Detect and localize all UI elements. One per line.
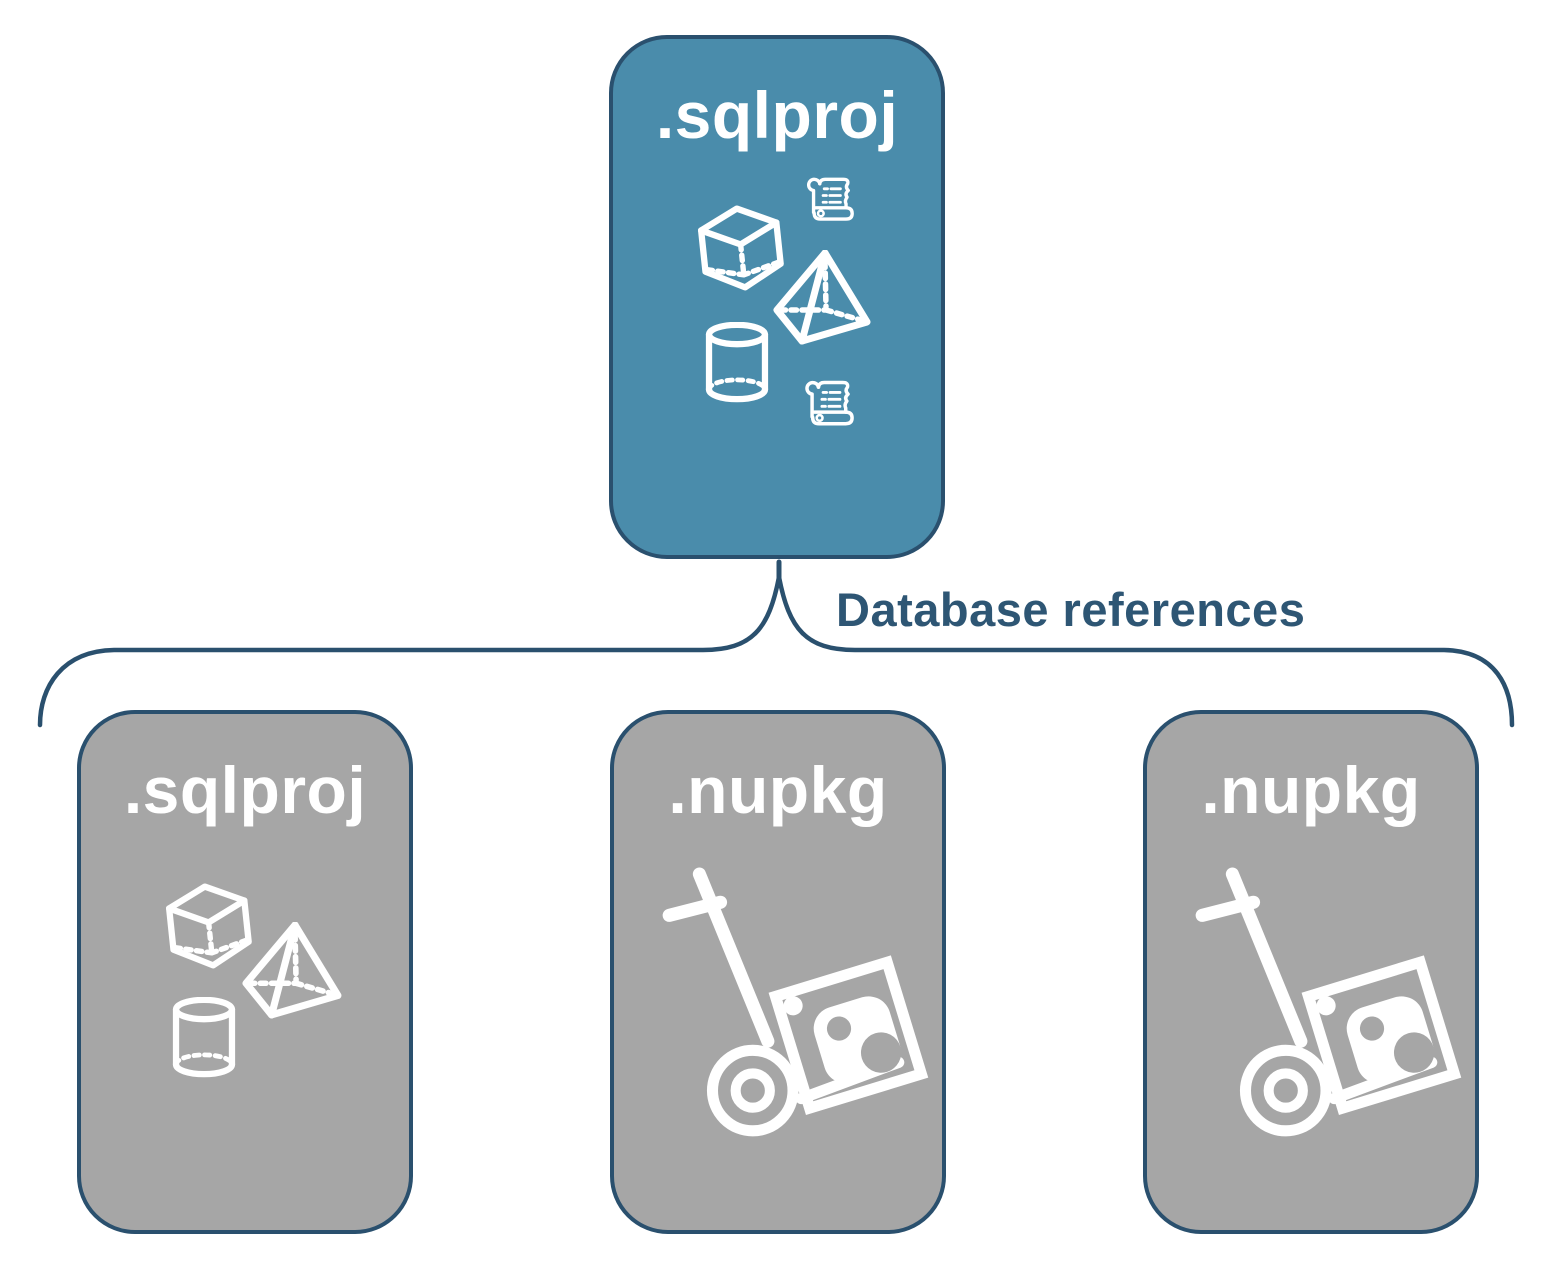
pyramid-icon [242, 922, 344, 1019]
child-node-label: .nupkg [1201, 753, 1421, 827]
child-node-label: .nupkg [668, 753, 888, 827]
parent-node-sqlproj: .sqlproj [609, 35, 945, 559]
scroll-icon [799, 172, 855, 228]
cylinder-icon [170, 997, 238, 1079]
database-references-label: Database references [836, 583, 1306, 636]
nuget-package-icon [1175, 862, 1467, 1154]
child-node-nupkg: .nupkg [610, 710, 946, 1234]
cylinder-icon [703, 322, 771, 404]
scroll-icon [797, 375, 855, 433]
child-node-label: .sqlproj [123, 753, 367, 827]
child-node-sqlproj: .sqlproj [77, 710, 413, 1234]
pyramid-icon [773, 250, 873, 345]
cube-icon [164, 880, 254, 972]
parent-node-label: .sqlproj [655, 78, 899, 152]
database-references-connector [37, 559, 1515, 728]
child-node-nupkg: .nupkg [1143, 710, 1479, 1234]
nuget-package-icon [642, 862, 934, 1154]
